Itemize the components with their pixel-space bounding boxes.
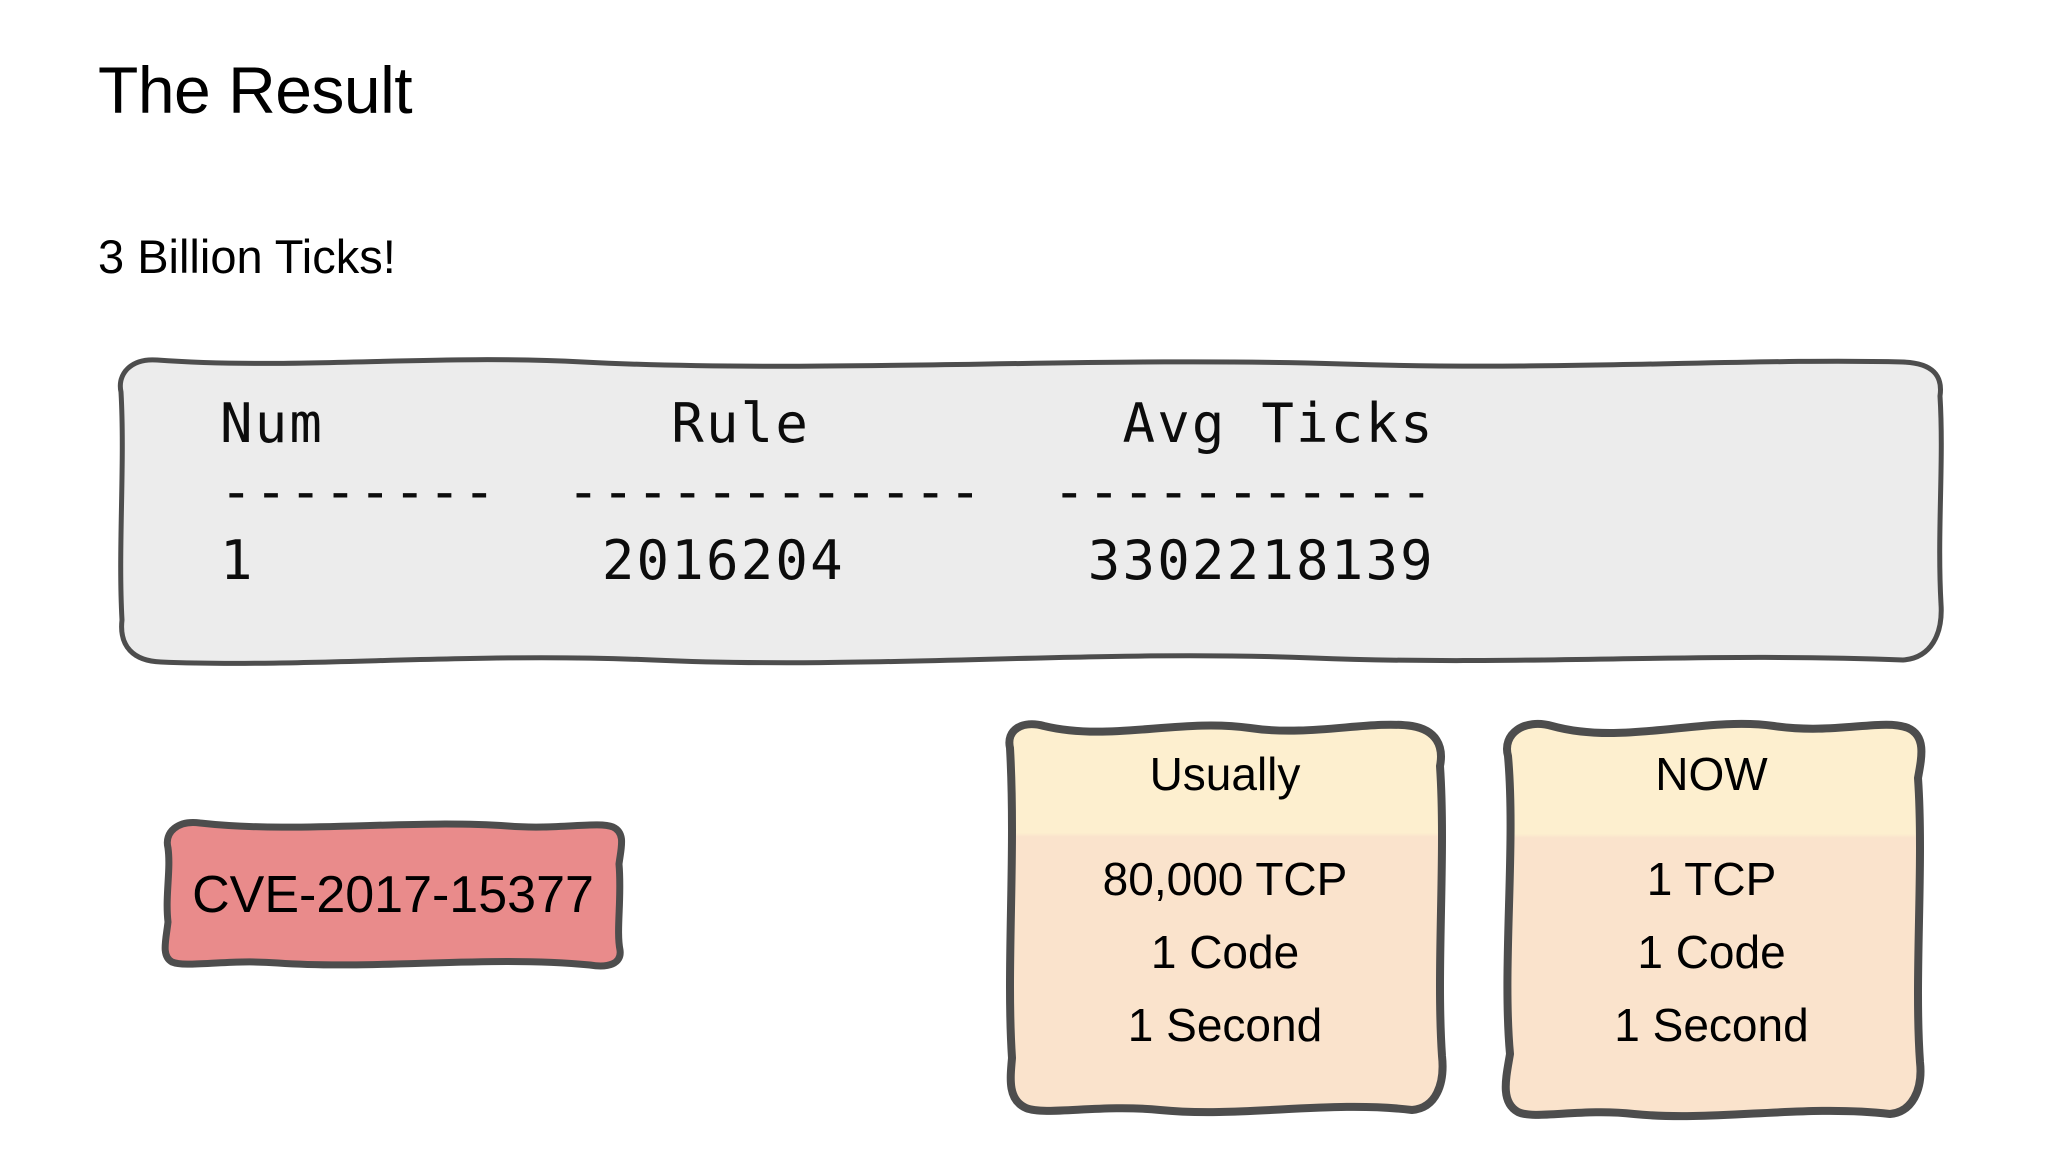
code-header-line: Num Rule Avg Ticks <box>220 392 1435 455</box>
page-subtitle: 3 Billion Ticks! <box>98 230 396 283</box>
note-usually-title: Usually <box>1149 747 1301 800</box>
note-usually-content: Usually 80,000 TCP 1 Code 1 Second <box>1000 716 1450 1119</box>
note-now-title: NOW <box>1655 747 1768 800</box>
page-title: The Result <box>98 53 413 127</box>
code-data-line: 1 2016204 3302218139 <box>220 529 1435 592</box>
note-usually-line-1: 80,000 TCP <box>1102 853 1348 905</box>
note-usually-line-3: 1 Second <box>1127 999 1323 1051</box>
code-block-text: Num Rule Avg Ticks -------- ------------… <box>113 352 1948 672</box>
cve-badge-label: CVE-2017-15377 <box>192 865 594 924</box>
note-now-line-3: 1 Second <box>1614 999 1809 1051</box>
note-usually-line-2: 1 Code <box>1150 926 1300 978</box>
sticky-note-now: NOW 1 TCP 1 Code 1 Second <box>1494 716 1929 1126</box>
note-now-line-1: 1 TCP <box>1646 853 1777 905</box>
note-usually-header: Usually <box>1000 716 1450 831</box>
sticky-note-usually: Usually 80,000 TCP 1 Code 1 Second <box>1000 716 1450 1119</box>
note-now-header: NOW <box>1494 716 1929 831</box>
cve-badge-content: CVE-2017-15377 <box>158 818 628 970</box>
note-now-line-2: 1 Code <box>1637 926 1786 978</box>
code-output-block: Num Rule Avg Ticks -------- ------------… <box>113 352 1948 672</box>
code-block-background <box>113 352 1948 672</box>
note-usually-body: 80,000 TCP 1 Code 1 Second <box>1000 831 1450 1119</box>
cve-badge: CVE-2017-15377 <box>158 818 628 970</box>
code-separator-line: -------- ------------ ----------- <box>220 460 1435 523</box>
note-now-body: 1 TCP 1 Code 1 Second <box>1494 831 1929 1126</box>
note-now-content: NOW 1 TCP 1 Code 1 Second <box>1494 716 1929 1126</box>
